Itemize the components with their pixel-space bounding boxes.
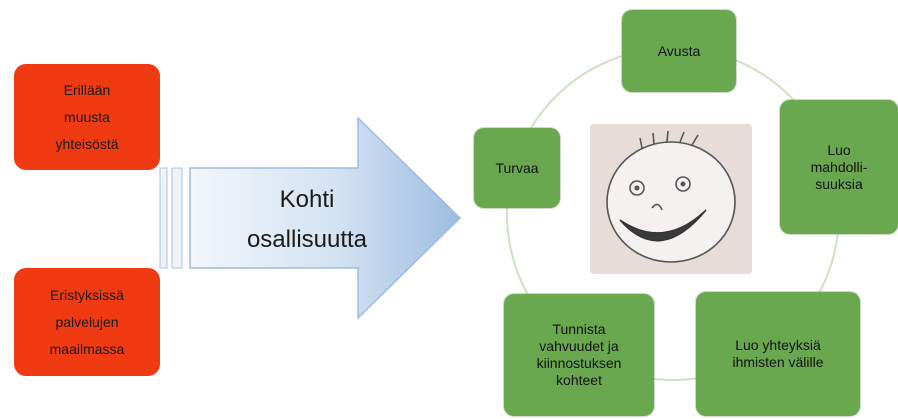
left-box-1-line-2: muusta (64, 108, 110, 125)
left-box-1-line-1: Erillään (63, 81, 111, 98)
left-box-2-line-3: maailmassa (49, 340, 125, 357)
cycle-box-bottom-left-line-3: kiinnostuksen (536, 355, 622, 371)
cycle-box-luo-yhteyksia: Luo yhteyksiä ihmisten välille (696, 292, 860, 416)
cycle-box-bottom-left-line-2: vahvuudet ja (539, 338, 619, 354)
cycle-box-turvaa-text: Turvaa (495, 159, 539, 176)
cycle-box-avusta-text: Avusta (657, 42, 701, 59)
cycle-box-bottom-left-line-4: kohteet (556, 372, 602, 388)
cycle-box-luo-mahdollisuuksia: Luo mahdolli- suuksia (780, 100, 898, 234)
left-box-1-line-3: yhteisöstä (55, 135, 119, 152)
arrow-bar-1 (159, 167, 168, 269)
smiley-face-image (590, 124, 752, 274)
arrow-label-line-2: osallisuutta (246, 226, 368, 253)
arrow-shape (189, 116, 462, 320)
left-box-2-line-2: palvelujen (55, 313, 119, 330)
cycle-box-right-line-3: suuksia (815, 175, 863, 192)
cycle-box-bottom-left-line-1: Tunnista (552, 321, 606, 337)
cycle-box-right-line-2: mahdolli- (810, 158, 868, 175)
cycle-box-bottom-right-line-2: ihmisten välille (732, 354, 824, 370)
arrow-bar-2 (171, 167, 183, 269)
cycle-box-bottom-right-line-1: Luo yhteyksiä (735, 337, 821, 353)
cycle-box-right-line-1: Luo (827, 141, 851, 158)
cycle-box-turvaa: Turvaa (474, 128, 560, 208)
smiley-face-icon (606, 130, 736, 263)
cycle-box-tunnista-vahvuudet: Tunnista vahvuudet ja kiinnostuksen koht… (504, 294, 654, 416)
left-box-isolated-community: Erillään muusta yhteisöstä (14, 64, 160, 170)
left-box-isolated-services: Eristyksissä palvelujen maailmassa (14, 268, 160, 376)
cycle-box-avusta: Avusta (622, 10, 736, 92)
arrow-label-line-1: Kohti (279, 186, 335, 213)
arrow-label: Kohti osallisuutta (222, 180, 392, 260)
left-box-2-line-1: Eristyksissä (50, 286, 124, 303)
